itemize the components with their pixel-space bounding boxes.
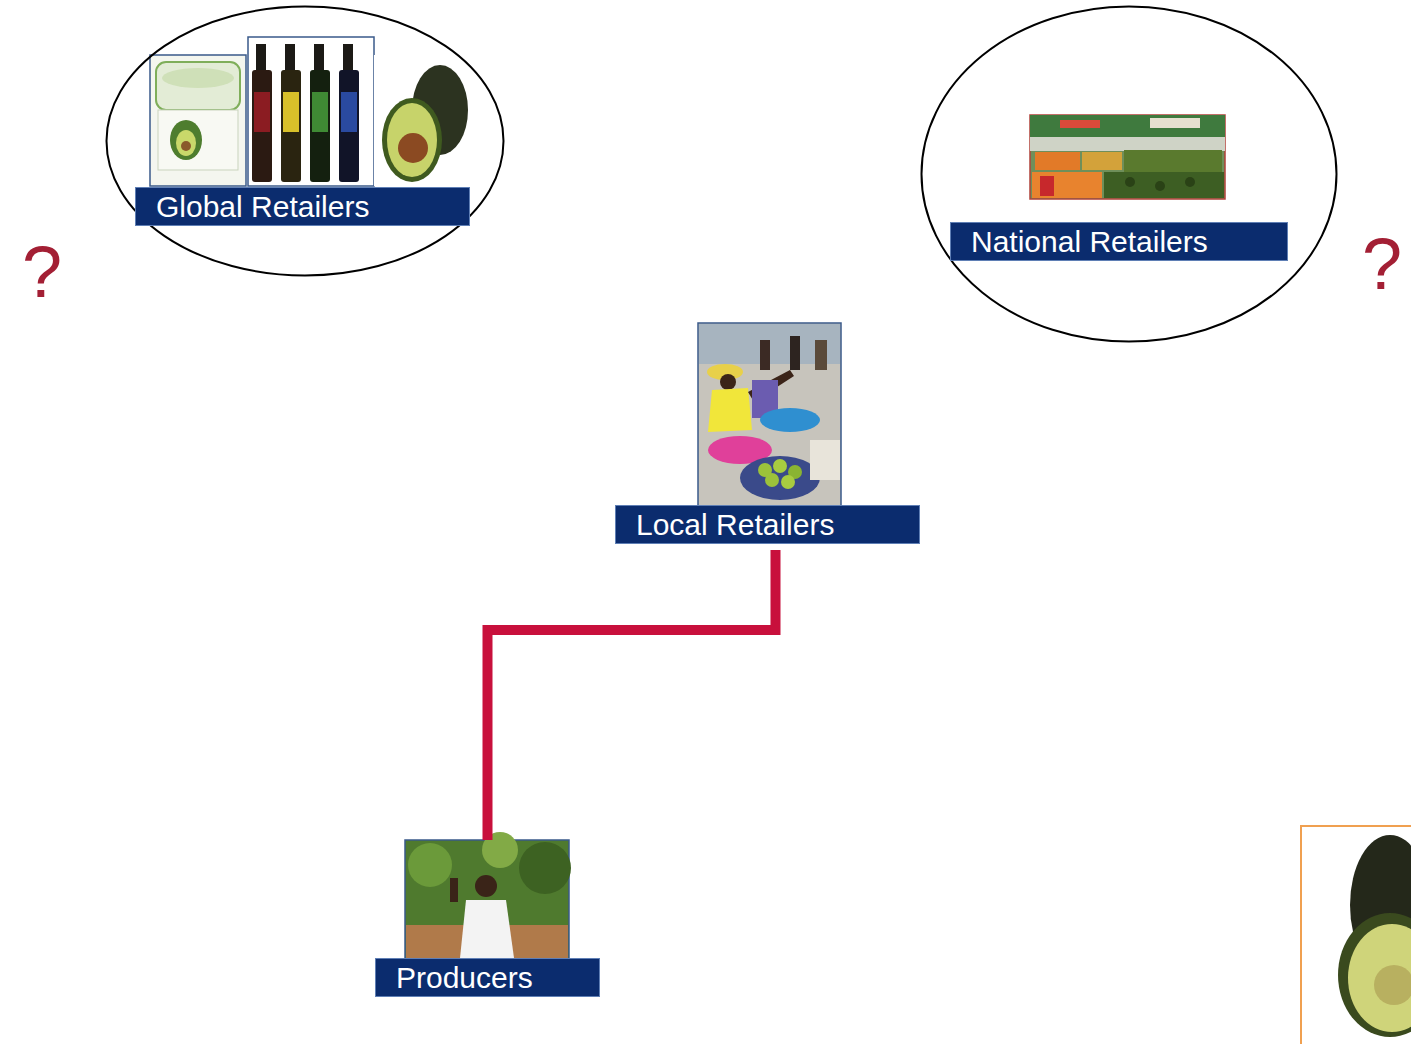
oil-bottles-photo-part xyxy=(343,44,353,72)
supermarket-photo-part xyxy=(1185,177,1195,187)
avocado-half-photo xyxy=(1301,826,1411,1044)
node-label: National Retailers xyxy=(971,224,1208,259)
oil-bottles-photo-part xyxy=(312,92,328,132)
cream-jar-photo-part xyxy=(170,120,202,160)
question-mark: ? xyxy=(22,232,62,312)
label-plate: Producers xyxy=(375,958,600,997)
farmer-photo-part xyxy=(450,878,458,902)
market-photo-part xyxy=(708,388,752,432)
farmer-photo-part xyxy=(519,842,571,894)
supermarket-photo-part xyxy=(1030,115,1225,137)
supermarket-photo-part xyxy=(1060,120,1100,128)
avocado-photo-part xyxy=(374,55,470,186)
farmer-photo-part xyxy=(475,875,497,897)
market-photo-part xyxy=(740,456,820,500)
oil-bottles-photo-part xyxy=(285,44,295,72)
market-photo-part xyxy=(765,473,779,487)
avocado-half-photo-part xyxy=(1301,826,1411,1044)
oil-bottles-photo xyxy=(248,37,374,186)
ellipse-outline xyxy=(920,5,1338,343)
supermarket-photo-part xyxy=(1035,152,1080,170)
oil-bottles-photo-part xyxy=(314,44,324,72)
cream-jar-photo-part xyxy=(156,62,240,110)
question-mark: ? xyxy=(1362,224,1402,304)
farmer-photo-part xyxy=(460,900,514,958)
supermarket-photo-part xyxy=(1082,152,1122,170)
supermarket-photo-part xyxy=(1030,137,1225,151)
node-label: Local Retailers xyxy=(636,507,834,542)
oil-bottles-photo-part xyxy=(248,37,374,186)
supply-link xyxy=(488,550,776,840)
oil-bottles-photo-part xyxy=(341,92,357,132)
farmer-photo-part xyxy=(482,832,518,868)
ellipse-outline xyxy=(105,5,505,277)
supermarket-photo-part xyxy=(1150,118,1200,128)
market-photo-part xyxy=(720,374,736,390)
supermarket-photo-part xyxy=(1124,150,1222,172)
market-photo-part xyxy=(773,459,787,473)
avocado-photo-part xyxy=(398,133,428,163)
supermarket-photo xyxy=(1030,115,1225,199)
supermarket-photo-part xyxy=(1104,172,1224,198)
cream-jar-photo xyxy=(150,55,246,186)
ellipse-shape xyxy=(922,7,1337,342)
market-photo-part xyxy=(781,475,795,489)
market-photo-part xyxy=(760,340,770,370)
market-photo xyxy=(698,323,841,506)
farmer-photo-part xyxy=(408,843,452,887)
farmer-photo xyxy=(405,832,571,959)
avocado-photo xyxy=(374,55,470,186)
oil-bottles-photo-part xyxy=(254,92,270,132)
avocado-half-photo-part xyxy=(1374,965,1411,1005)
cream-jar-photo-part xyxy=(181,141,191,151)
cream-jar-photo-part xyxy=(176,130,196,156)
ellipse-shape xyxy=(107,7,504,276)
label-plate: Global Retailers xyxy=(135,187,470,226)
retailer-ellipse: Global Retailers xyxy=(105,5,505,277)
label-plate: Local Retailers xyxy=(615,505,920,544)
avocado-photo-part xyxy=(387,103,437,177)
oil-bottles-photo-part xyxy=(252,70,272,182)
supermarket-photo-part xyxy=(1040,176,1054,196)
node-label: Global Retailers xyxy=(156,189,369,224)
oil-bottles-photo-part xyxy=(339,70,359,182)
stage-node: Local Retailers xyxy=(615,323,920,550)
supermarket-photo-part xyxy=(1155,181,1165,191)
market-photo-part xyxy=(790,336,800,370)
cream-jar-photo-part xyxy=(158,110,238,170)
avocado-half-photo-part xyxy=(1348,924,1411,1032)
market-photo-part xyxy=(760,408,820,432)
cream-jar-photo-part xyxy=(150,55,246,186)
oil-bottles-photo-part xyxy=(256,44,266,72)
label-plate: National Retailers xyxy=(950,222,1288,261)
cream-jar-photo-part xyxy=(162,68,234,88)
market-photo-part xyxy=(698,323,841,506)
market-photo-part xyxy=(810,440,840,480)
retailer-ellipse: National Retailers xyxy=(920,5,1338,343)
supermarket-photo-part xyxy=(1030,115,1225,199)
supermarket-photo-part xyxy=(1125,177,1135,187)
supermarket-photo-part xyxy=(1032,172,1102,198)
oil-bottles-photo-part xyxy=(310,70,330,182)
oil-bottles-photo-part xyxy=(283,92,299,132)
avocado-photo-part xyxy=(382,98,442,182)
stage-node: Producers xyxy=(375,840,600,1015)
market-photo-part xyxy=(815,340,827,370)
node-label: Producers xyxy=(396,960,533,995)
oil-bottles-photo-part xyxy=(281,70,301,182)
avocado-half-photo-part xyxy=(1338,913,1411,1037)
